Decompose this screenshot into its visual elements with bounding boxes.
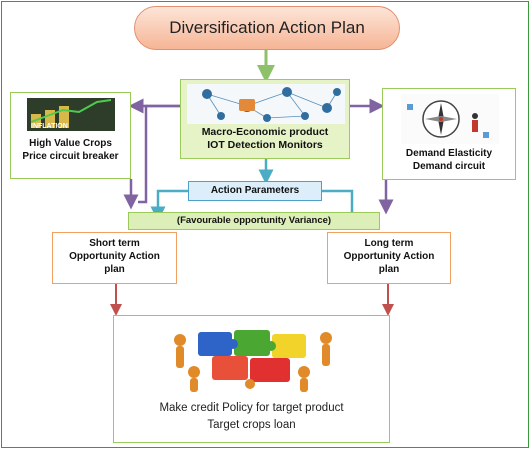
- short-term-box: Short term Opportunity Action plan: [52, 232, 177, 284]
- inflation-label: INFLATION: [31, 123, 68, 130]
- long-term-line1: Long term: [364, 238, 414, 249]
- diagram-title: Diversification Action Plan: [134, 6, 400, 50]
- high-value-line1: High Value Crops: [29, 138, 112, 149]
- credit-line1: Make credit Policy for target product: [159, 402, 344, 414]
- macro-line2: IOT Detection Monitors: [207, 139, 323, 151]
- credit-line2: Target crops loan: [207, 419, 296, 431]
- demand-line1: Demand Elasticity: [405, 148, 493, 159]
- action-parameters-text: Action Parameters: [210, 185, 300, 196]
- puzzle-team-icon: [154, 322, 350, 392]
- variance-box: (Favourable opportunity Variance): [128, 212, 380, 230]
- long-term-box: Long term Opportunity Action plan: [327, 232, 451, 284]
- variance-text: (Favourable opportunity Variance): [176, 215, 332, 226]
- macro-line1: Macro-Economic product: [201, 126, 329, 138]
- short-term-line3: plan: [104, 264, 125, 275]
- short-term-line2: Opportunity Action: [69, 251, 160, 262]
- credit-policy-box: Make credit Policy for target product Ta…: [113, 315, 390, 443]
- arrow-params-to-short: [150, 189, 188, 222]
- inflation-chart-icon: INFLATION: [27, 98, 115, 131]
- short-term-line1: Short term: [89, 238, 140, 249]
- compass-icon: [401, 94, 499, 144]
- demand-line2: Demand circuit: [412, 161, 486, 172]
- high-value-crops-box: INFLATION High Value Crops Price circuit…: [10, 92, 131, 179]
- high-value-line2: Price circuit breaker: [22, 151, 119, 162]
- long-term-line2: Opportunity Action: [343, 251, 435, 262]
- action-parameters-box: Action Parameters: [188, 181, 322, 201]
- arrow-macro-to-high: [138, 104, 180, 204]
- macro-iot-box: Macro-Economic product IOT Detection Mon…: [180, 79, 350, 159]
- arrow-params-to-long: [322, 189, 354, 214]
- diagram-title-text: Diversification Action Plan: [169, 18, 365, 37]
- long-term-line3: plan: [378, 264, 400, 275]
- iot-network-icon: [187, 84, 345, 124]
- demand-elasticity-box: Demand Elasticity Demand circuit: [382, 88, 516, 180]
